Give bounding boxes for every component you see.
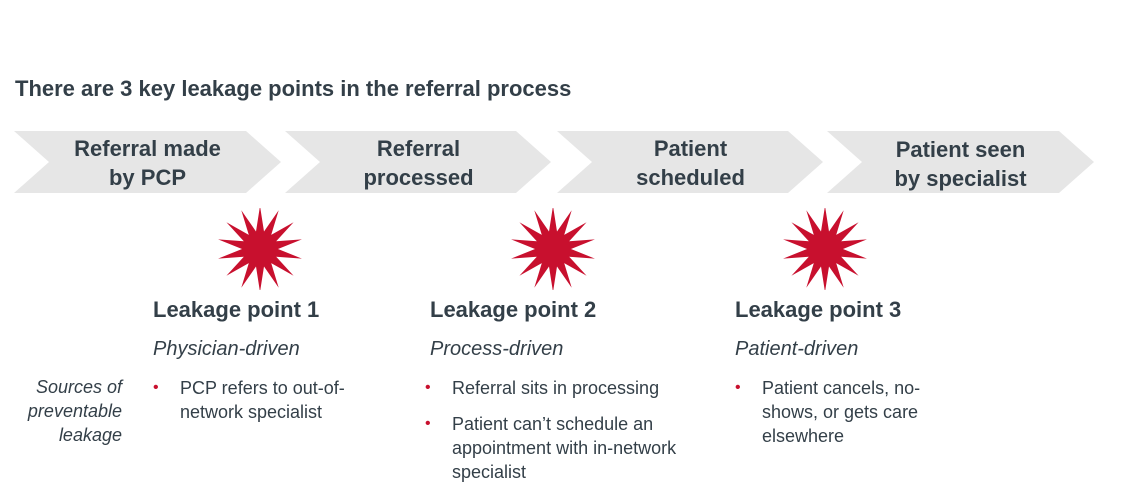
leakage-point-2-driver: Process-driven: [430, 338, 564, 360]
chevron-step-2: [285, 131, 551, 193]
sources-label: Sources of preventable leakage: [27, 377, 122, 445]
leakage-point-3-bullets: • Patient cancels, no-shows, or gets care…: [735, 376, 960, 460]
list-item: • Patient can’t schedule an appointment w…: [425, 412, 690, 484]
bullet-text: Patient can’t schedule an appointment wi…: [452, 414, 677, 482]
leakage-point-1-bullets: • PCP refers to out-of-network specialist: [153, 376, 383, 436]
leakage-point-1-heading: Leakage point 1: [153, 297, 320, 322]
step-label-3: Patient scheduled: [636, 136, 745, 190]
list-item: • PCP refers to out-of-network specialist: [153, 376, 383, 424]
bullet-text: PCP refers to out-of-network specialist: [180, 378, 345, 422]
burst-icon: [218, 208, 302, 290]
burst-icon: [783, 208, 867, 290]
step-label-2: Referral processed: [363, 136, 474, 190]
page-title: There are 3 key leakage points in the re…: [15, 76, 572, 101]
step-label-4: Patient seen by specialist: [894, 137, 1027, 191]
bullet-icon: •: [735, 379, 741, 396]
chevron-step-4: [827, 131, 1094, 193]
leakage-point-3-driver: Patient-driven: [735, 338, 859, 360]
leakage-point-2-bullets: • Referral sits in processing • Patient ca…: [425, 376, 690, 496]
leakage-point-3-heading: Leakage point 3: [735, 297, 902, 322]
bullet-text: Referral sits in processing: [452, 378, 660, 398]
list-item: • Patient cancels, no-shows, or gets care…: [735, 376, 960, 448]
bullet-icon: •: [153, 379, 159, 396]
list-item: • Referral sits in processing: [425, 376, 690, 400]
chevron-step-3: [557, 131, 823, 193]
leakage-point-2-heading: Leakage point 2: [430, 297, 597, 322]
chevron-step-1: [14, 131, 281, 193]
bullet-icon: •: [425, 415, 431, 432]
burst-icon: [511, 208, 595, 290]
leakage-point-1-driver: Physician-driven: [153, 338, 300, 360]
bullet-icon: •: [425, 379, 431, 396]
bullet-text: Patient cancels, no-shows, or gets care …: [762, 378, 921, 446]
step-label-1: Referral made by PCP: [74, 136, 221, 190]
